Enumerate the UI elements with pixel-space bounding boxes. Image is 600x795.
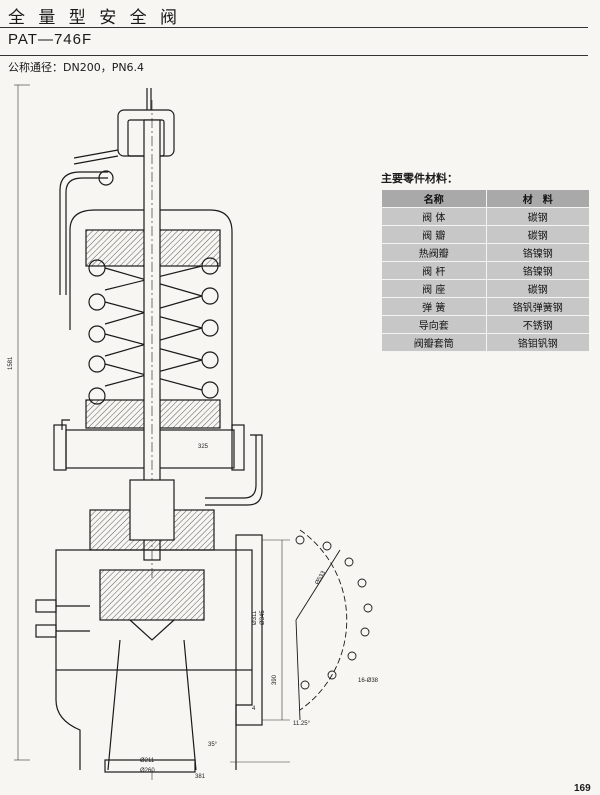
table-row: 导向套不锈钢: [382, 315, 589, 334]
dim-bevel: 35°: [208, 742, 218, 748]
valve-outline: [35, 88, 263, 773]
dim-angle: 11.25°: [293, 721, 311, 727]
model-number: PAT—746F: [8, 31, 93, 48]
flange-bolt-view: [295, 529, 373, 721]
title-rule: [0, 27, 588, 28]
dim-211: Ø211: [140, 758, 155, 764]
part-material: 碳钢: [486, 225, 589, 244]
dim-4: 4: [252, 706, 256, 712]
part-name: 阀 瓣: [382, 225, 487, 244]
part-name: 阀 座: [382, 279, 487, 298]
part-material: 碳钢: [486, 207, 589, 226]
parts-caption: 主要零件材料：: [381, 172, 458, 185]
table-row: 阀 瓣碳钢: [382, 225, 589, 244]
dim-260: Ø260: [140, 768, 155, 774]
part-material: 铬钼钒钢: [486, 333, 589, 352]
part-name: 热阀瓣: [382, 243, 487, 262]
part-material: 不锈钢: [486, 315, 589, 334]
dim-311: Ø311: [252, 610, 258, 625]
table-row: 阀 体碳钢: [382, 207, 589, 226]
nominal-spec: 公称通径：DN200，PN6.4: [8, 61, 145, 74]
part-name: 阀 体: [382, 207, 487, 226]
part-name: 弹 簧: [382, 297, 487, 316]
table-row: 热阀瓣铬镍钢: [382, 243, 589, 262]
page-title: 全 量 型 安 全 阀: [8, 8, 182, 28]
column-header: 材 料: [486, 190, 589, 208]
table-row: 阀 座碳钢: [382, 279, 589, 298]
dim-390: 390: [272, 674, 278, 685]
dim-overall-height: 1581: [8, 356, 14, 370]
table-row: 阀瓣套筒铬钼钒钢: [382, 333, 589, 352]
part-material: 铬钒弹簧钢: [486, 297, 589, 316]
dimension-lines: [14, 84, 290, 780]
column-header: 名称: [382, 190, 487, 208]
dim-381: 381: [195, 774, 206, 780]
part-material: 铬镍钢: [486, 243, 589, 262]
part-name: 阀瓣套筒: [382, 333, 487, 352]
dim-345: Ø345: [260, 610, 266, 625]
table-header-row: 名称 材 料: [382, 190, 589, 208]
dim-holes: 16-Ø38: [358, 678, 379, 684]
part-material: 铬镍钢: [486, 261, 589, 280]
table-row: 弹 簧铬钒弹簧钢: [382, 297, 589, 316]
model-rule: [0, 55, 588, 56]
page-number: 169: [574, 783, 591, 794]
table-row: 阀 杆铬镍钢: [382, 261, 589, 280]
part-material: 碳钢: [486, 279, 589, 298]
part-name: 导向套: [382, 315, 487, 334]
part-name: 阀 杆: [382, 261, 487, 280]
dim-325: 325: [198, 444, 209, 450]
dim-bolt-circle: Ø533: [315, 570, 328, 586]
parts-material-table: 名称 材 料 阀 体碳钢 阀 瓣碳钢 热阀瓣铬镍钢 阀 杆铬镍钢 阀 座碳钢 弹…: [382, 190, 589, 352]
valve-section-drawing: 1581 325 Ø311 Ø345 390 4 Ø211 Ø260 381 3…: [8, 84, 379, 780]
